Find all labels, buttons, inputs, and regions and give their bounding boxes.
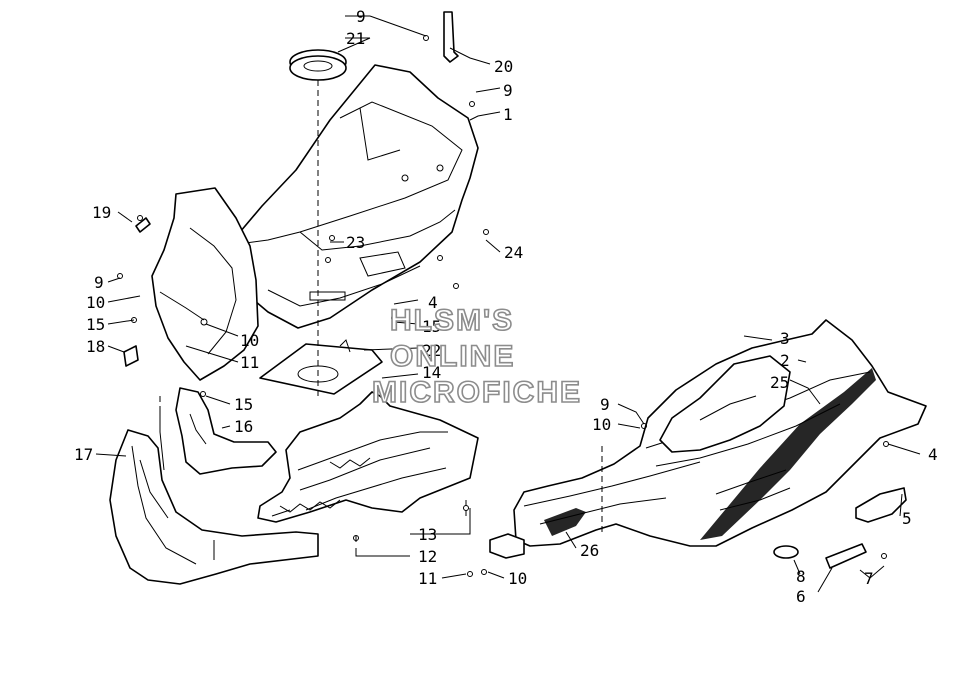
grommet-ring-21: [289, 49, 347, 81]
callout-label: 8: [796, 567, 806, 586]
callout-label: 21: [346, 29, 365, 48]
skid-plate-14: [257, 391, 479, 523]
callout-label: 26: [580, 541, 599, 560]
callout-label: 13: [418, 525, 437, 544]
watermark-line-1: HLSM'S: [390, 304, 514, 337]
callout-label: 9: [94, 273, 104, 292]
callout-label: 9: [600, 395, 610, 414]
callout-label: 10: [508, 569, 527, 588]
watermark: HLSM'S ONLINE MICROFICHE: [371, 303, 582, 410]
inner-panel-3: [659, 355, 791, 453]
strip-6: [825, 543, 867, 569]
callout-label: 11: [418, 569, 437, 588]
plug-8: [773, 545, 799, 559]
assembly-lines: [159, 80, 603, 546]
leader-lines: [95, 15, 921, 593]
callout-label: 1: [503, 105, 513, 124]
callout-label: 14: [422, 363, 441, 382]
callout-label: 7: [864, 569, 874, 588]
callout-label: 24: [504, 243, 523, 262]
callout-label: 12: [418, 547, 437, 566]
callout-label: 23: [346, 233, 365, 252]
fasteners: [117, 35, 889, 577]
callout-label: 15: [422, 317, 441, 336]
callout-label: 2: [780, 351, 790, 370]
callout-label: 4: [428, 293, 438, 312]
callout-label: 10: [240, 331, 259, 350]
callout-label: 22: [422, 341, 441, 360]
plate-22: [259, 339, 383, 395]
callout-label: 4: [928, 445, 938, 464]
callout-label: 19: [92, 203, 111, 222]
callout-label: 9: [356, 7, 366, 26]
callout-label: 6: [796, 587, 806, 606]
watermark-line-2: ONLINE: [390, 340, 515, 373]
side-fairing-left: [151, 187, 259, 381]
bracket-16: [175, 387, 277, 475]
callout-label: 9: [503, 81, 513, 100]
callout-label: 3: [780, 329, 790, 348]
callout-label: 5: [902, 509, 912, 528]
callout-label: 10: [86, 293, 105, 312]
callout-label: 17: [74, 445, 93, 464]
callout-label: 16: [234, 417, 253, 436]
front-nose-17: [109, 406, 319, 585]
bracket-20: [443, 11, 459, 63]
callout-label: 18: [86, 337, 105, 356]
callout-label: 20: [494, 57, 513, 76]
callout-label: 10: [592, 415, 611, 434]
callout-label: 25: [770, 373, 789, 392]
callout-label: 15: [234, 395, 253, 414]
callout-label: 11: [240, 353, 259, 372]
watermark-line-3: MICROFICHE: [372, 376, 582, 409]
callout-label: 15: [86, 315, 105, 334]
callout-labels: 9 21 20 9 1 19 23 24 9 10 15 10 18 11 4 …: [74, 7, 938, 606]
bracket-26: [489, 533, 525, 559]
belly-pan-upper: [231, 64, 479, 329]
cover-5: [855, 487, 907, 523]
